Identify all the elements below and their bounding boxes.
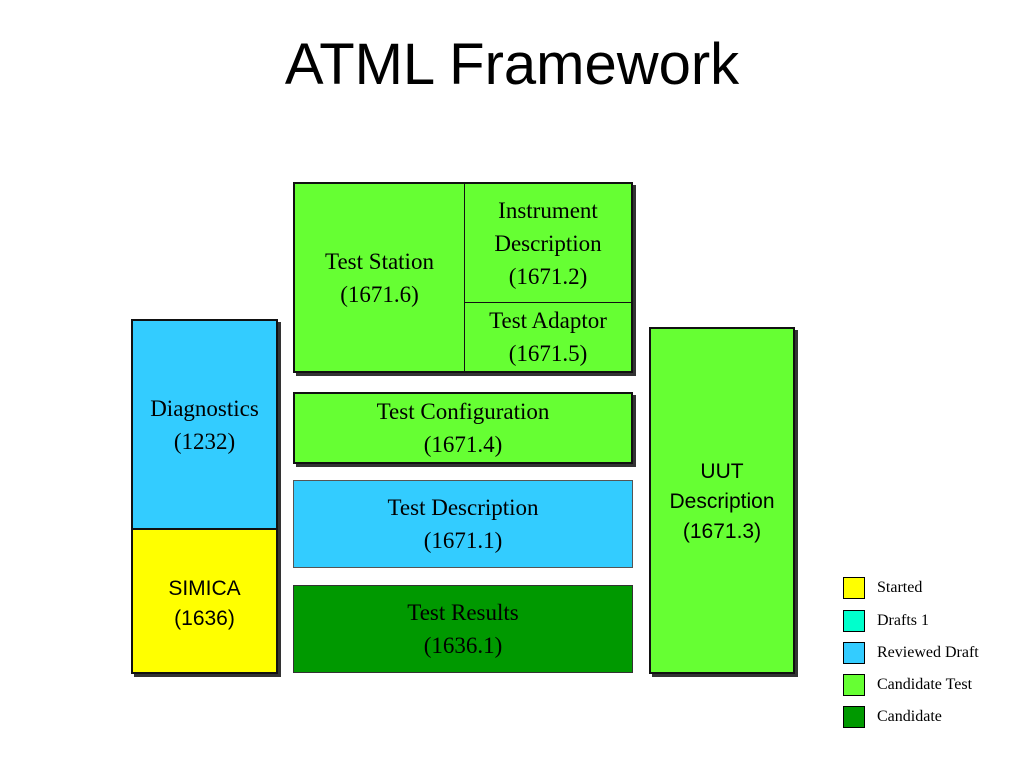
page-title: ATML Framework [284,32,740,97]
test-configuration-label: Test Configuration (1671.4) [376,399,550,457]
legend-item-reviewed-draft: Reviewed Draft [843,641,979,665]
uut-description-block: UUT Description (1671.3) [649,327,795,674]
legend-swatch-drafts [843,610,865,632]
legend-swatch-reviewed-draft [843,642,865,664]
instrument-description-block: Instrument Description (1671.2) [465,184,631,303]
test-results-label: Test Results (1636.1) [407,600,519,658]
test-station-group: Test Station (1671.6) Instrument Descrip… [293,182,633,373]
diagnostics-label: Diagnostics (1232) [150,395,259,454]
test-description-label: Test Description (1671.1) [387,495,539,553]
test-results-block: Test Results (1636.1) [293,585,633,673]
legend-item-candidate: Candidate [843,705,942,729]
test-configuration-block: Test Configuration (1671.4) [293,392,633,464]
test-adaptor-label: Test Adaptor (1671.5) [489,308,607,366]
test-description-block: Test Description (1671.1) [293,480,633,568]
test-station-label: Test Station (1671.6) [325,248,434,307]
test-station-block: Test Station (1671.6) [295,184,465,371]
legend-item-started: Started [843,576,922,600]
simica-block: SIMICA (1636) [131,528,278,674]
diagnostics-block: Diagnostics (1232) [131,319,278,530]
legend-label-candidate: Candidate [877,708,942,725]
legend-label-candidate-test: Candidate Test [877,676,973,693]
legend-item-candidate-test: Candidate Test [843,673,972,697]
instrument-description-label: Instrument Description (1671.2) [494,197,602,289]
legend-label-reviewed-draft: Reviewed Draft [877,644,979,661]
legend-swatch-started [843,577,865,599]
simica-label: SIMICA (1636) [168,577,241,630]
legend-swatch-candidate-test [843,674,865,696]
legend-label-drafts: Drafts 1 [877,612,929,629]
legend-label-started: Started [877,579,923,596]
legend-item-drafts: Drafts 1 [843,609,929,633]
test-adaptor-block: Test Adaptor (1671.5) [465,303,631,371]
uut-description-label: UUT Description (1671.3) [669,460,775,543]
legend-swatch-candidate [843,706,865,728]
